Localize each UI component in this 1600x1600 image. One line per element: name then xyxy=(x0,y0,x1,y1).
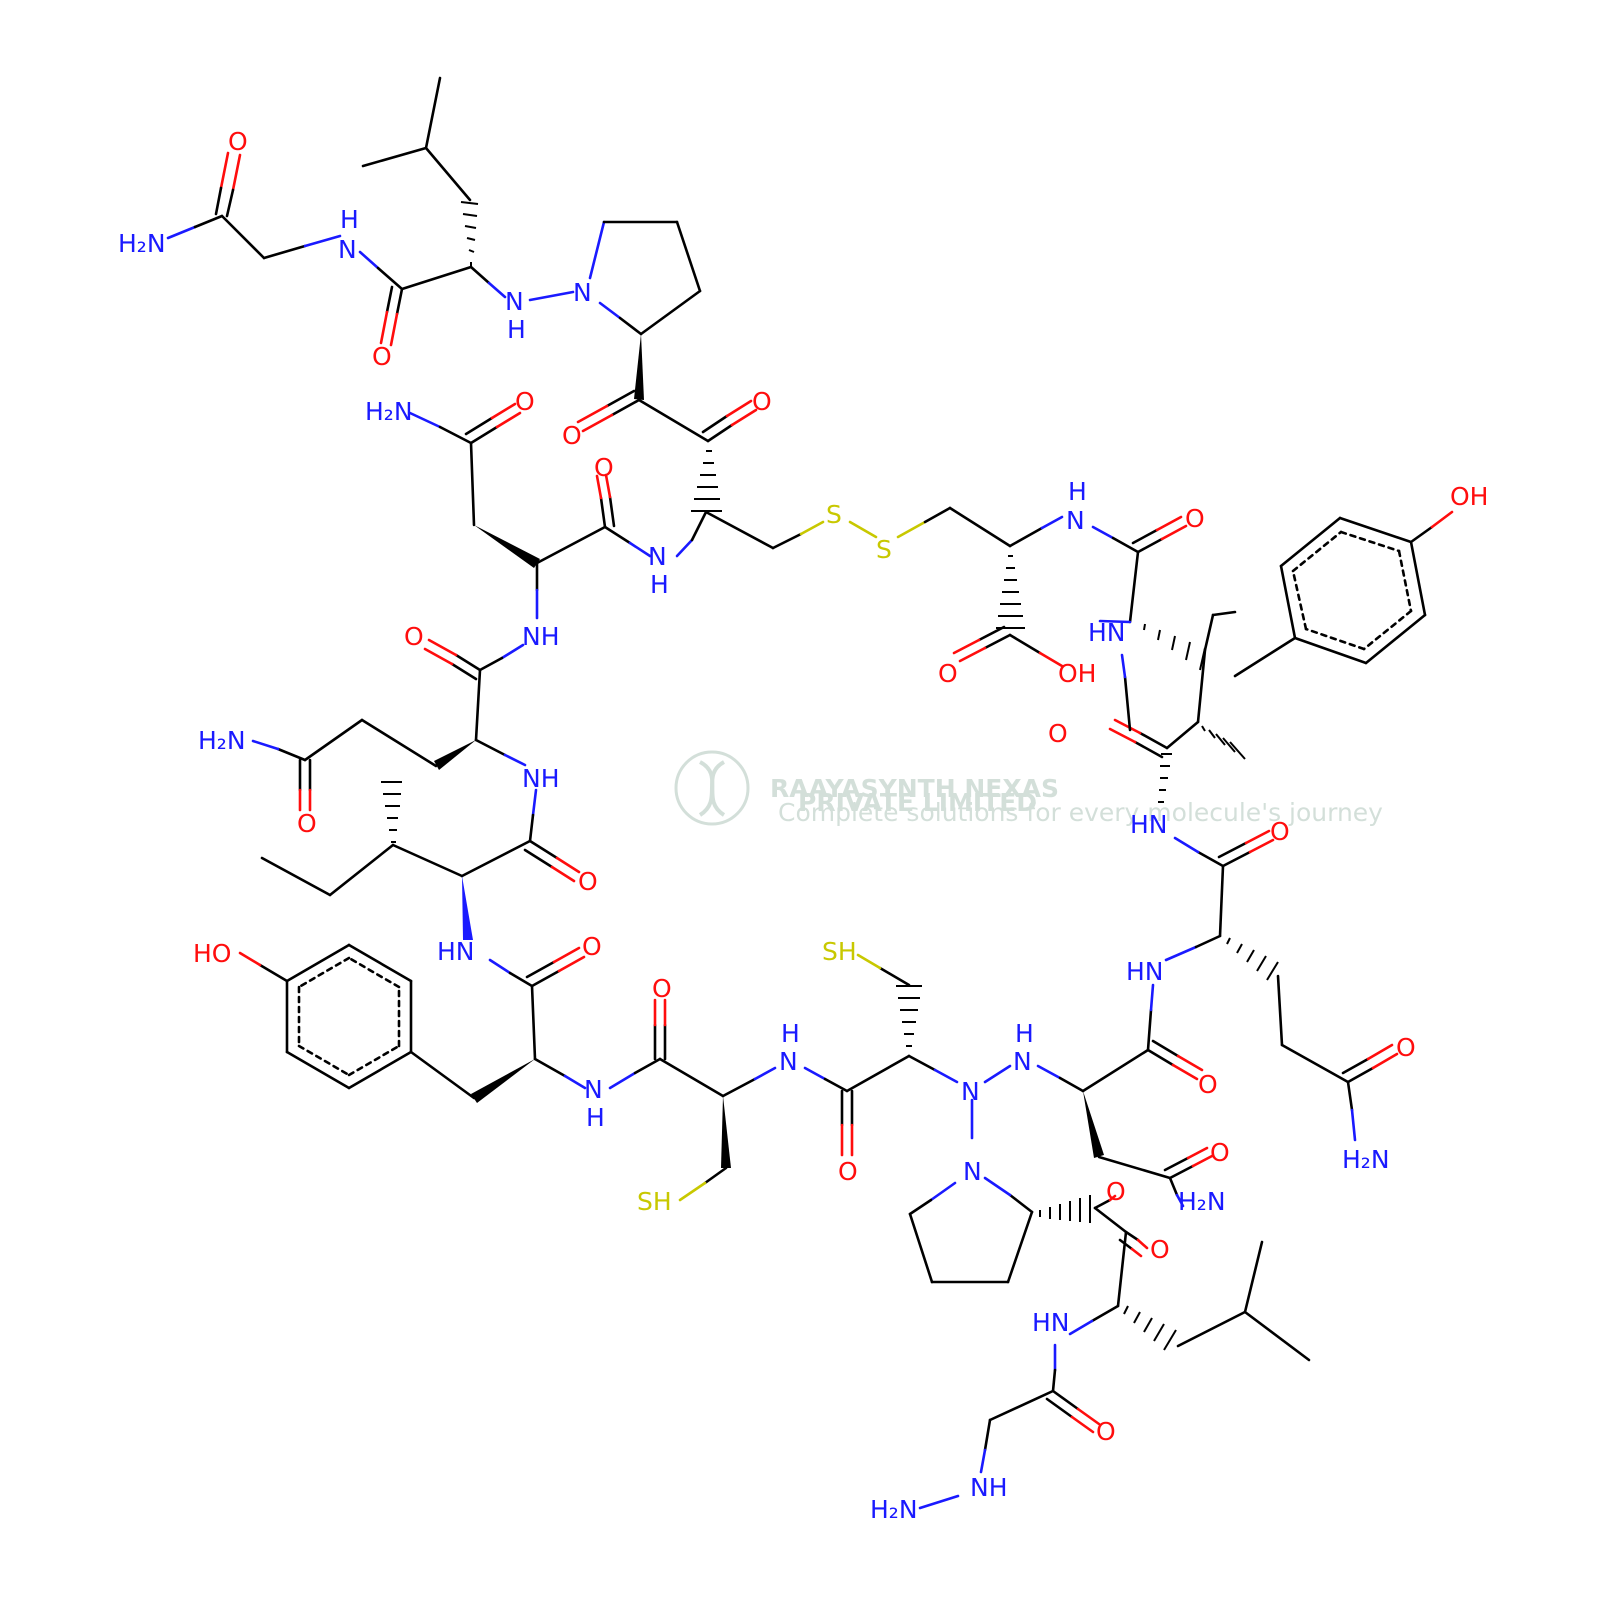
label-nh-asn-top: NH xyxy=(522,622,560,651)
label-sh-cys-bottom-left: SH xyxy=(637,1187,672,1216)
label-o-glycinamide: O xyxy=(228,127,248,156)
label-h-cys-right: H xyxy=(1068,477,1087,506)
asparagine-bottom-fragment xyxy=(1036,983,1214,1208)
hashed-bond xyxy=(896,985,922,1047)
label-o-gly-bottom: O xyxy=(1096,1417,1116,1446)
label-h-cys-top: H xyxy=(650,570,669,599)
hashed-bond xyxy=(691,450,722,512)
asparagine-top-fragment xyxy=(408,402,708,620)
watermark-name: RAAYASYNTH NEXAS xyxy=(770,774,1059,803)
watermark-logo: RAAYASYNTH NEXAS PRIVATE LIMITED Complet… xyxy=(674,750,1383,827)
label-nh-cys-cys: N xyxy=(779,1047,798,1076)
hashed-bond xyxy=(1123,1305,1177,1351)
label-sh-cys-bottom-middle: SH xyxy=(822,937,857,966)
glycinamide-leucine-proline-fragment xyxy=(166,76,758,512)
label-o-ketone-1: O xyxy=(562,421,582,450)
label-s-2: S xyxy=(876,535,892,564)
label-h-gly-leu: H xyxy=(340,205,359,234)
proline-leucine-glycine-bottom-fragment xyxy=(908,1176,1311,1510)
label-hn-gln-right: HN xyxy=(1130,810,1168,839)
label-nh-hydrazine-bottom: N xyxy=(1013,1047,1032,1076)
label-o-gln-right-backbone: O xyxy=(1270,817,1290,846)
label-o-gln-right-side: O xyxy=(1396,1033,1416,1062)
hashed-bond xyxy=(1226,937,1279,981)
cysteine-bottom-left-fragment xyxy=(608,998,777,1202)
label-ho-tyr-left: HO xyxy=(193,939,231,968)
label-o-cys-bottom-middle: O xyxy=(838,1157,858,1186)
label-n-hydrazine-top: N xyxy=(505,287,524,316)
label-o-gln-left-backbone: O xyxy=(404,622,424,651)
label-nh2-asn-top: H₂N xyxy=(365,397,413,426)
hashed-bond xyxy=(460,201,479,267)
label-o-proline-bottom: O xyxy=(1106,1177,1126,1206)
label-o-asn-top-side: O xyxy=(515,387,535,416)
label-oh-tyr-right: OH xyxy=(1450,482,1488,511)
label-nh2-hydrazide: H₂N xyxy=(870,1495,918,1524)
label-n-proline-bottom: N xyxy=(963,1157,982,1186)
label-nh2-gln-right: H₂N xyxy=(1342,1145,1390,1174)
label-o-leu-bottom: O xyxy=(1150,1235,1170,1264)
label-hn-leu-bottom: HN xyxy=(1032,1308,1070,1337)
atom-labels: H₂N O N H O N H N O O H₂N O O N H NH S S… xyxy=(118,127,1488,1524)
hashed-bond xyxy=(1158,753,1172,803)
watermark-sub: PRIVATE LIMITED xyxy=(798,788,1037,817)
hashed-bond xyxy=(996,555,1025,629)
glutamine-right-fragment xyxy=(1164,829,1399,1142)
label-o-ile-right: O xyxy=(1048,719,1068,748)
label-hn-ile-left: HN xyxy=(437,937,475,966)
label-nh2-gln-left: H₂N xyxy=(198,726,246,755)
isoleucine-left-fragment xyxy=(260,781,581,940)
label-nh-gly-leu: N xyxy=(338,235,357,264)
label-nh-gln-left: NH xyxy=(522,764,560,793)
label-o-asn-bottom-side: O xyxy=(1210,1138,1230,1167)
label-n-proline-top: N xyxy=(573,278,592,307)
label-nh2-asn-bottom: H₂N xyxy=(1178,1187,1226,1216)
label-nh2-glycinamide: H₂N xyxy=(118,229,166,258)
label-h-tyr-cys: H xyxy=(586,1103,605,1132)
label-o-cys-bottom-left: O xyxy=(652,974,672,1003)
label-o-asn-top-backbone: O xyxy=(594,453,614,482)
label-o-ketone-2: O xyxy=(752,387,772,416)
label-o-asn-bottom-backbone: O xyxy=(1198,1070,1218,1099)
hashed-bond xyxy=(1201,725,1246,760)
label-o-gln-left-side: O xyxy=(297,809,317,838)
label-s-1: S xyxy=(826,500,842,529)
hashed-bond xyxy=(1039,1195,1091,1223)
label-nh-cys-right: N xyxy=(1066,506,1085,535)
cysteine-bottom-middle-fragment xyxy=(803,953,1012,1157)
label-h-cys-cys: H xyxy=(781,1019,800,1048)
label-o-cys-right-amide: O xyxy=(1185,504,1205,533)
tyrosine-left-fragment xyxy=(238,943,587,1103)
hashed-bond xyxy=(381,781,402,843)
label-hn-ile-right: HN xyxy=(1088,618,1126,647)
label-n-hydrazine-bottom: N xyxy=(961,1077,980,1106)
cystine-disulfide-fragment xyxy=(704,506,1188,668)
hashed-bond xyxy=(1143,623,1206,671)
label-nh-cys-top: N xyxy=(648,542,667,571)
label-nh-hydrazide: NH xyxy=(970,1473,1008,1502)
watermark-tagline: Complete solutions for every molecule's … xyxy=(778,798,1383,827)
isoleucine-right-fragment xyxy=(1098,610,1246,803)
label-o-cooh: O xyxy=(938,659,958,688)
label-h-hydrazine-top: H xyxy=(507,315,526,344)
label-nh-tyr-cys: N xyxy=(584,1075,603,1104)
label-o-tyr-left: O xyxy=(582,932,602,961)
tyrosine-right-fragment xyxy=(1233,510,1454,678)
label-o-ile-left: O xyxy=(578,867,598,896)
label-hn-asn-bottom: HN xyxy=(1126,957,1164,986)
label-h-hydrazine-bottom: H xyxy=(1015,1019,1034,1048)
label-o-leu: O xyxy=(372,342,392,371)
glutamine-left-fragment xyxy=(251,638,527,812)
label-oh-cooh: OH xyxy=(1058,659,1096,688)
